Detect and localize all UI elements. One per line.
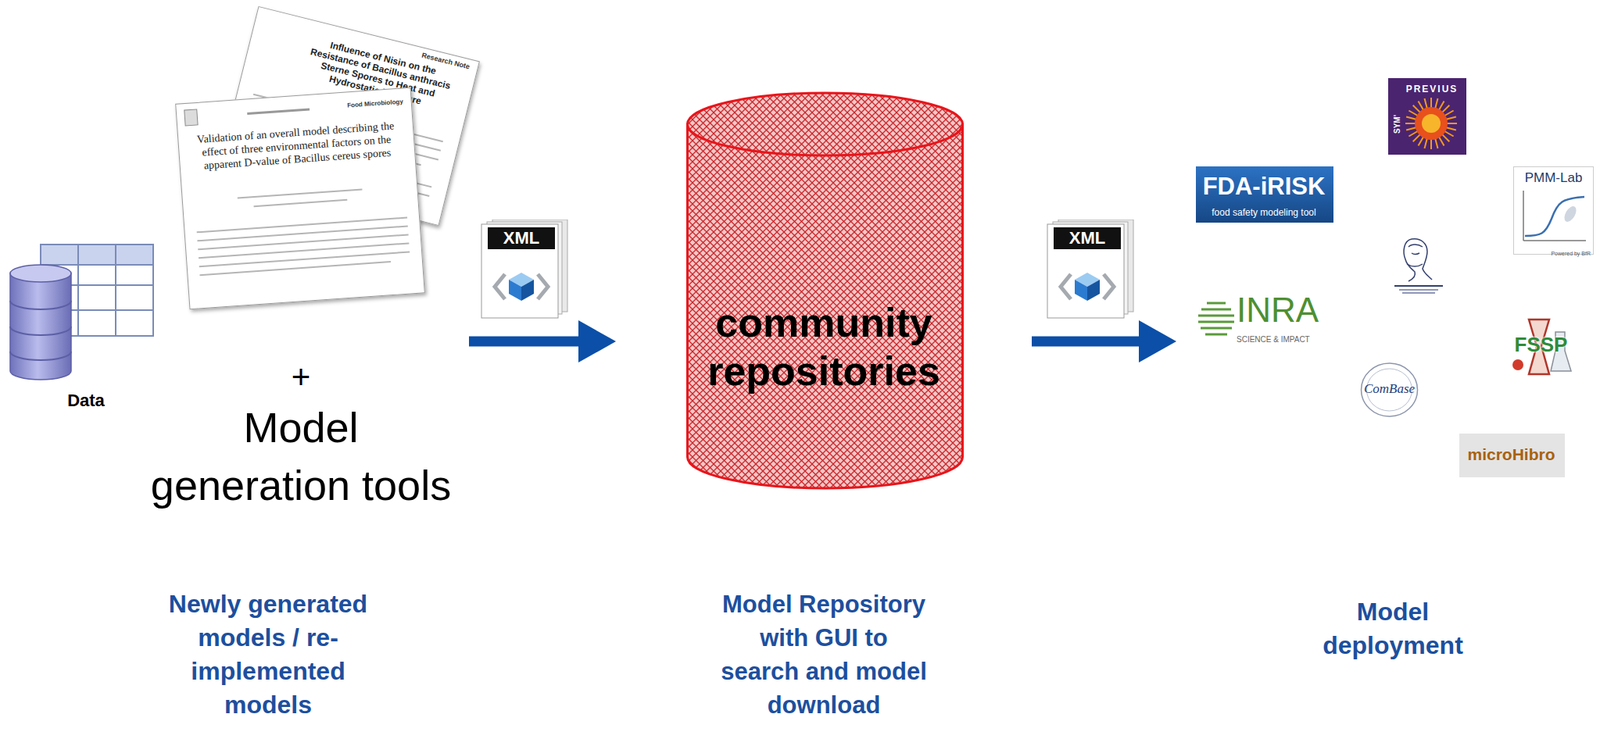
text-slot: XML xyxy=(1053,227,1121,250)
logo-text: SYM' xyxy=(1392,114,1403,134)
logo-subtitle: SCIENCE & IMPACT xyxy=(1236,335,1311,345)
text-slot: XML xyxy=(487,227,555,250)
text-slot: SCIENCE & IMPACT xyxy=(1236,331,1323,346)
file-type-label: XML xyxy=(1053,227,1121,250)
text-slot: Data xyxy=(46,390,126,411)
text-slot: SYM' xyxy=(1388,107,1404,142)
text-slot: PMM-Lab xyxy=(1514,170,1593,187)
column-caption: Model Repository with GUI to search and … xyxy=(719,587,928,723)
file-type-label: XML xyxy=(487,227,555,250)
university-logo xyxy=(1388,232,1450,297)
text-slot: community repositories xyxy=(698,298,949,396)
flow-arrow xyxy=(468,320,616,363)
tool-logo: microHibro xyxy=(1459,433,1565,478)
text-slot: microHibro xyxy=(1459,445,1564,465)
text-slot: PREVIUS xyxy=(1399,81,1465,96)
logo-text: PMM-Lab xyxy=(1524,170,1583,187)
icon-caption: Data xyxy=(46,390,126,411)
cylinder-label: community repositories xyxy=(698,298,949,396)
tool-logo: FDA-iRISK food safety modeling tool xyxy=(1195,166,1334,223)
text-slot: food safety modeling tool xyxy=(1195,204,1332,219)
flow-arrow xyxy=(1031,320,1177,363)
paper-sheet: Food MicrobiologyValidation of an overal… xyxy=(175,87,426,310)
tool-logo: FSSP xyxy=(1505,316,1579,378)
text-slot: INRA xyxy=(1236,290,1323,331)
logo-text: FSSP xyxy=(1514,333,1568,358)
plus-sign: + xyxy=(261,358,341,397)
text-slot: Food Microbiology xyxy=(325,98,404,111)
deployment-group: Model deployment PREVIUS SYM' FDA-iRISK food… xyxy=(1176,70,1597,673)
logo-text: INRA xyxy=(1236,290,1319,331)
logo-text: PREVIUS xyxy=(1406,84,1459,96)
text-slot: FDA-iRISK xyxy=(1195,172,1332,201)
logo-text: ComBase xyxy=(1363,381,1415,398)
cylinder-shape xyxy=(685,91,965,492)
text-slot: Newly generated models / re-implemented … xyxy=(154,587,382,723)
group-label: Model generation tools xyxy=(144,398,458,515)
tool-logo: PREVIUS SYM' xyxy=(1388,78,1467,155)
journal-name: Food Microbiology xyxy=(325,98,404,111)
logo-text: FDA-iRISK xyxy=(1202,172,1326,201)
text-slot: FSSP xyxy=(1505,333,1577,358)
logo-subtitle: food safety modeling tool xyxy=(1211,207,1316,219)
tool-logo: ComBase xyxy=(1352,361,1429,419)
logo-subtitle: Powered by BfR xyxy=(1550,250,1591,258)
tool-logo: PMM-LabPowered by BfR xyxy=(1513,166,1594,255)
text-slot: Model deployment xyxy=(1295,595,1491,663)
globe-emblem xyxy=(1195,290,1240,348)
text-slot: Powered by BfR xyxy=(1537,244,1591,259)
database-icon xyxy=(7,238,157,387)
text-slot: Model generation tools xyxy=(144,398,458,515)
tool-logo: INRA SCIENCE & IMPACT xyxy=(1195,290,1325,348)
column-caption: Model deployment xyxy=(1295,595,1491,663)
text-slot: Validation of an overall model describin… xyxy=(193,118,400,173)
paper-title: Validation of an overall model describin… xyxy=(193,118,400,173)
text-slot: + xyxy=(261,358,341,397)
column-caption: Newly generated models / re-implemented … xyxy=(154,587,382,723)
repository-cylinder: community repositoriesModel Repository w… xyxy=(615,78,1032,731)
source-group: Data +Model generation toolsNewly generat… xyxy=(3,7,469,727)
logo-text: microHibro xyxy=(1467,445,1555,465)
text-slot: Model Repository with GUI to search and … xyxy=(719,587,928,723)
text-slot: ComBase xyxy=(1352,381,1427,398)
